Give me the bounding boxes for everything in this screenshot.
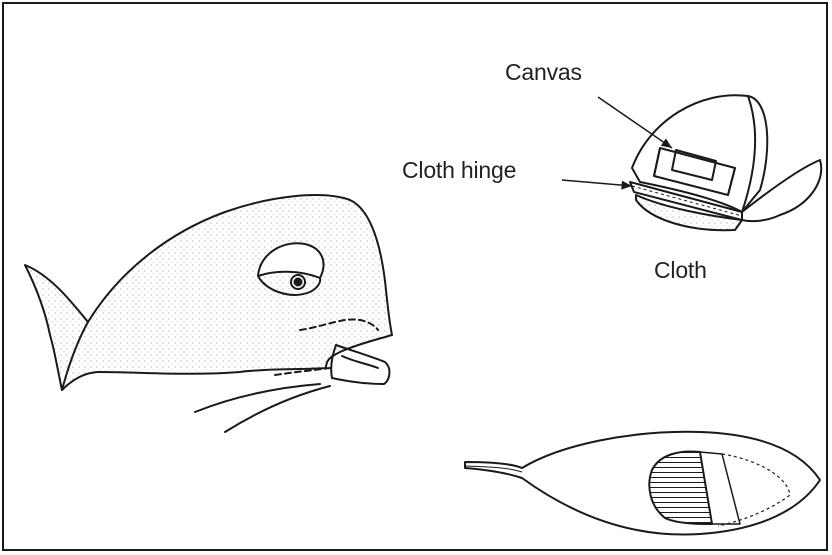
pattern-outline [465, 432, 820, 535]
control-string-2 [225, 386, 330, 432]
control-string-1 [195, 384, 320, 412]
mouth-mechanism [630, 95, 821, 230]
canvas-arrow [598, 97, 672, 148]
label-cloth: Cloth [654, 257, 707, 284]
label-cloth-hinge: Cloth hinge [402, 157, 516, 184]
label-canvas: Canvas [505, 59, 582, 86]
fish-body [25, 195, 392, 390]
cloth-hinge-arrow [562, 180, 632, 186]
fish-puppet [25, 195, 392, 432]
fish-pattern-piece [465, 432, 820, 535]
pattern-hatched-half [649, 452, 712, 524]
